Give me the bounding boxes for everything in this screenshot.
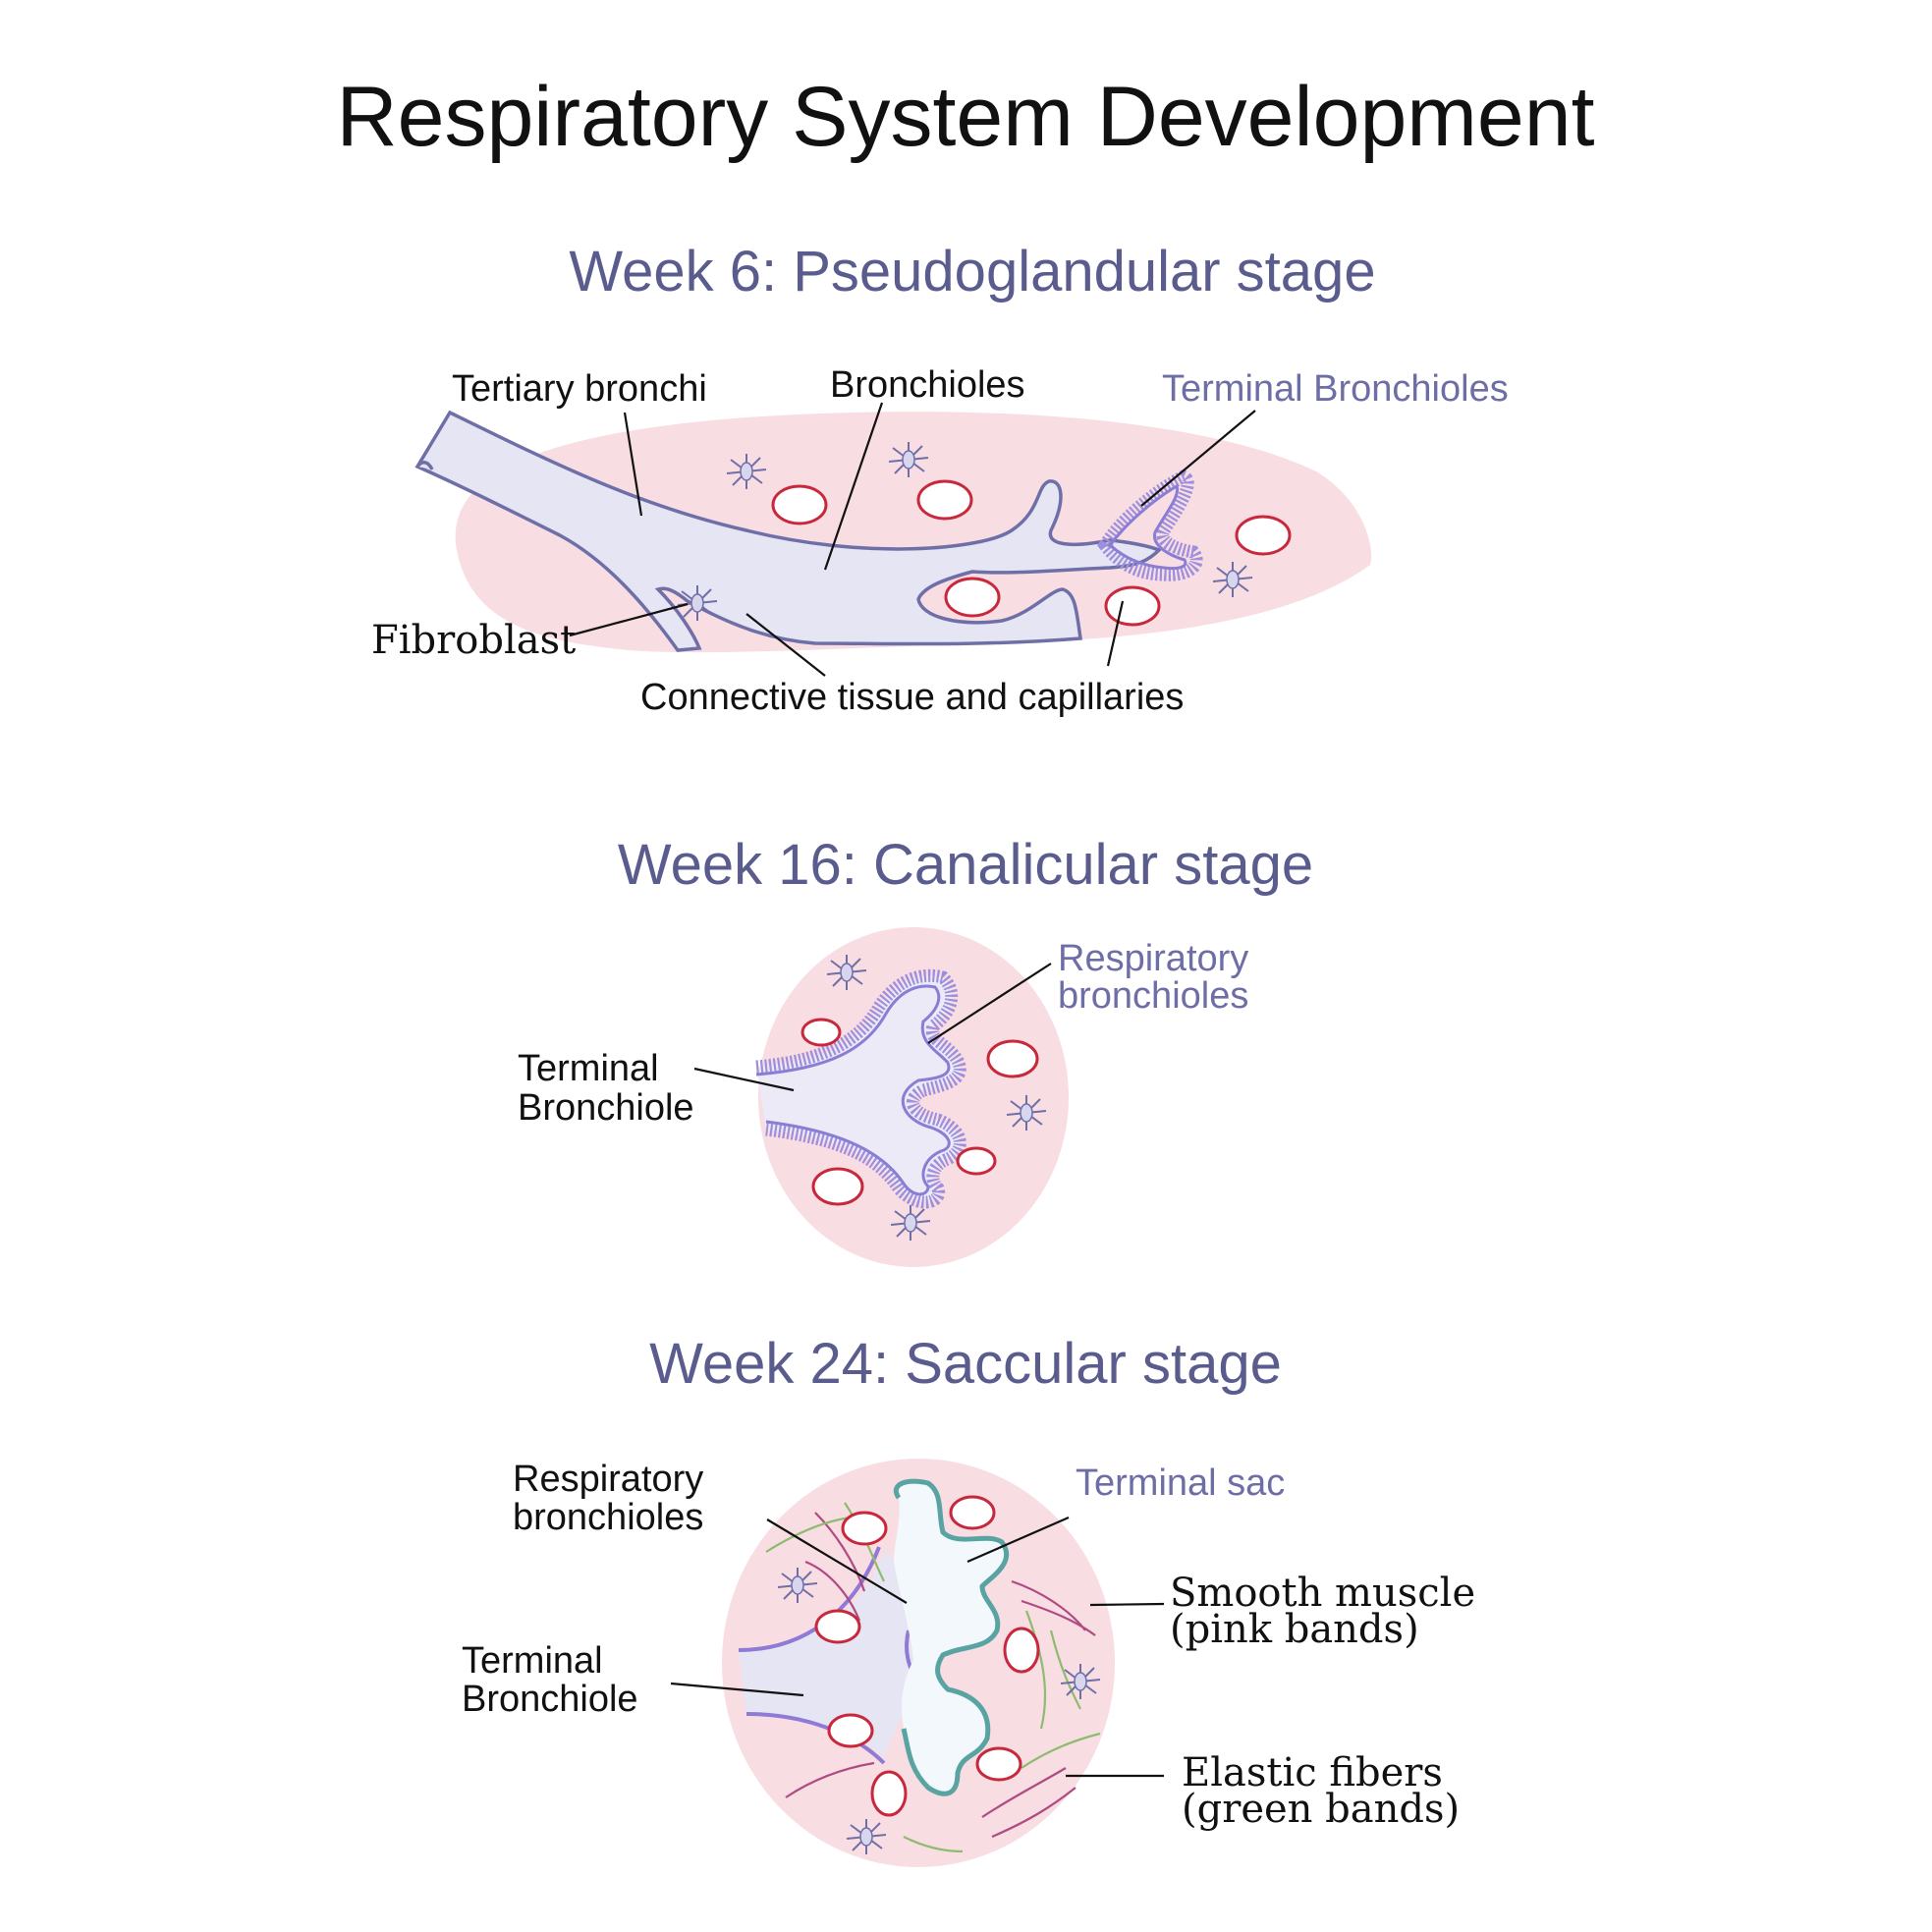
capillary — [1104, 585, 1161, 627]
stage-canalicular: Week 16: Canalicular stage Respiratory b… — [518, 833, 1313, 1267]
terminal-sac-lumen — [894, 1481, 1007, 1794]
smooth-muscle-band — [981, 1767, 1067, 1818]
bronchus-cut-end — [415, 461, 434, 470]
label-connective-tissue: Connective tissue and capillaries — [640, 677, 1184, 718]
leader-terminal-bronchiole — [670, 1682, 804, 1697]
capillary — [956, 1146, 997, 1176]
capillary — [975, 1746, 1022, 1782]
page-title: Respiratory System Development — [337, 70, 1595, 164]
smooth-muscle-band — [1021, 1599, 1096, 1636]
capillary — [949, 1495, 996, 1530]
leader-terminal-bronchiole — [693, 1067, 795, 1092]
label-terminal-bronchiole-1: Terminal — [518, 1048, 659, 1089]
smooth-muscle-band — [814, 1512, 866, 1592]
terminal-bronchiole-airway — [739, 1552, 918, 1758]
leader-tertiary-bronchi — [623, 412, 643, 517]
respiratory-bronchioles-epithelium — [755, 968, 966, 1209]
label-respiratory-bronchioles-2: bronchioles — [1058, 975, 1248, 1017]
capillary — [1003, 1627, 1040, 1674]
capillary — [870, 1770, 908, 1817]
smooth-muscle-band — [991, 1787, 1076, 1839]
stage-heading-week16: Week 16: Canalicular stage — [618, 833, 1313, 897]
leader-respiratory-bronchioles — [927, 963, 1052, 1044]
label-elastic-fibers-2: (green bands) — [1182, 1787, 1460, 1832]
terminal-sac-wall — [894, 1478, 1010, 1796]
capillary — [814, 1609, 861, 1644]
label-smooth-muscle-1: Smooth muscle — [1170, 1571, 1475, 1616]
respiratory-bronchioles-lumen — [756, 975, 961, 1202]
label-terminal-bronchiole-1: Terminal — [462, 1640, 603, 1682]
respiratory-bronchioles-inner — [755, 984, 951, 1196]
label-fibroblast: Fibroblast — [371, 618, 576, 663]
capillary — [1235, 515, 1292, 556]
smooth-muscle-band — [804, 1560, 861, 1622]
elastic-fiber-band — [1049, 1629, 1081, 1710]
stage-heading-week24: Week 24: Saccular stage — [649, 1332, 1282, 1396]
tertiary-bronchus-airway — [414, 410, 1163, 652]
label-respiratory-bronchioles-2: bronchioles — [513, 1497, 703, 1538]
leader-bronchioles — [823, 402, 884, 571]
capillary — [841, 1511, 888, 1546]
stage-pseudoglandular: Week 6: Pseudoglandular stage Tertiary b… — [371, 240, 1509, 718]
label-respiratory-bronchioles-1: Respiratory — [1058, 938, 1248, 979]
terminal-bronchiole-inner — [1107, 483, 1187, 571]
smooth-muscle-band — [1011, 1579, 1086, 1631]
leader-connective-1 — [745, 613, 826, 677]
stage-saccular: Week 24: Saccular stage — [462, 1332, 1475, 1867]
smooth-muscle-band — [785, 1761, 875, 1798]
label-elastic-fibers-1: Elastic fibers — [1182, 1750, 1443, 1795]
leader-fibroblast — [569, 602, 689, 637]
label-bronchioles: Bronchioles — [830, 364, 1025, 406]
capillary — [811, 1167, 864, 1206]
capillary — [944, 577, 1001, 618]
leader-respiratory-bronchioles — [766, 1518, 908, 1604]
label-respiratory-bronchioles-1: Respiratory — [513, 1459, 703, 1500]
label-terminal-bronchiole-2: Bronchiole — [518, 1087, 694, 1129]
label-tertiary-bronchi: Tertiary bronchi — [452, 368, 707, 410]
label-smooth-muscle-2: (pink bands) — [1170, 1607, 1419, 1652]
label-terminal-bronchioles: Terminal Bronchioles — [1162, 368, 1509, 410]
capillary — [827, 1713, 874, 1748]
label-terminal-sac: Terminal sac — [1076, 1463, 1285, 1504]
capillary — [771, 484, 828, 525]
capillary — [800, 1018, 842, 1047]
elastic-fiber-band — [844, 1502, 885, 1582]
capillary — [916, 479, 973, 521]
stage-heading-week6: Week 6: Pseudoglandular stage — [569, 240, 1375, 304]
elastic-fiber-band — [1024, 1610, 1047, 1730]
leader-terminal-sac — [966, 1516, 1070, 1564]
capillary — [986, 1039, 1039, 1078]
leader-smooth-muscle — [1089, 1602, 1165, 1607]
leader-connective-2 — [1106, 600, 1125, 667]
elastic-fiber-band — [903, 1836, 964, 1853]
leader-terminal-bronchioles — [1140, 410, 1256, 507]
elastic-fiber-band — [1021, 1732, 1101, 1769]
label-terminal-bronchiole-2: Bronchiole — [462, 1679, 638, 1720]
